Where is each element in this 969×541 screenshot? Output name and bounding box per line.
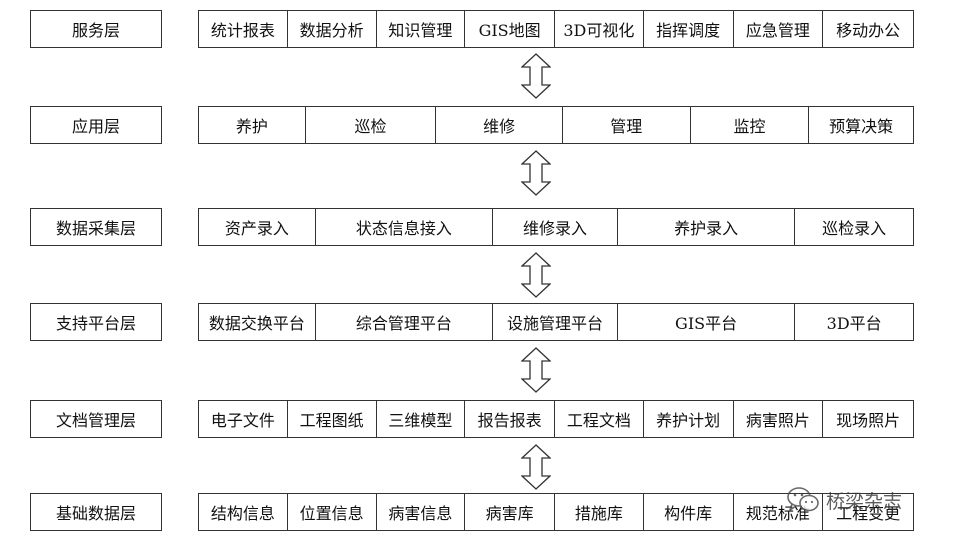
layer-cell: 电子文件 bbox=[199, 401, 288, 437]
layer-cell: 养护计划 bbox=[644, 401, 734, 437]
layer-cell: 病害照片 bbox=[734, 401, 824, 437]
layer-cell: 构件库 bbox=[644, 494, 734, 530]
layer-cell: 规范标准 bbox=[734, 494, 824, 530]
layer-cell: 数据交换平台 bbox=[199, 304, 316, 340]
layer-row-application: 养护 巡检 维修 管理 监控 预算决策 bbox=[198, 106, 914, 144]
layer-cell: 工程变更 bbox=[836, 504, 901, 523]
layer-cell: 巡检录入 bbox=[822, 219, 887, 238]
layer-label-support-platform: 支持平台层 bbox=[30, 303, 162, 341]
layer-label-data-collection: 数据采集层 bbox=[30, 208, 162, 246]
layer-label-service: 服务层 bbox=[30, 10, 162, 48]
layer-cell: 措施库 bbox=[555, 494, 644, 530]
layer-cell: 养护录入 bbox=[618, 209, 796, 245]
layer-cell: 工程文档 bbox=[555, 401, 644, 437]
double-arrow-icon bbox=[521, 347, 551, 393]
layer-cell: 结构信息 bbox=[199, 494, 288, 530]
layer-cell: 移动办公 bbox=[836, 21, 901, 40]
layer-cell: 资产录入 bbox=[199, 209, 316, 245]
layer-label-application: 应用层 bbox=[30, 106, 162, 144]
double-arrow-icon bbox=[521, 444, 551, 490]
layer-cell: 数据分析 bbox=[288, 11, 377, 47]
layer-cell: 病害信息 bbox=[377, 494, 466, 530]
layer-cell: GIS地图 bbox=[465, 11, 555, 47]
layer-cell: 3D可视化 bbox=[555, 11, 644, 47]
layer-cell: 维修 bbox=[436, 107, 563, 143]
layer-cell: 管理 bbox=[563, 107, 691, 143]
layer-cell: 工程图纸 bbox=[288, 401, 377, 437]
layer-cell: 养护 bbox=[199, 107, 306, 143]
layer-row-service: 统计报表 数据分析 知识管理 GIS地图 3D可视化 指挥调度 应急管理 移动办… bbox=[198, 10, 914, 48]
layer-cell: 现场照片 bbox=[836, 411, 901, 430]
layer-cell: 设施管理平台 bbox=[493, 304, 618, 340]
layer-cell: 病害库 bbox=[465, 494, 555, 530]
layer-cell: 应急管理 bbox=[734, 11, 824, 47]
double-arrow-icon bbox=[521, 252, 551, 298]
layer-cell: 三维模型 bbox=[377, 401, 466, 437]
layer-cell: 3D平台 bbox=[826, 314, 882, 333]
layer-cell: 预算决策 bbox=[829, 117, 894, 136]
layer-cell: 统计报表 bbox=[199, 11, 288, 47]
double-arrow-icon bbox=[521, 150, 551, 196]
layer-row-base-data: 结构信息 位置信息 病害信息 病害库 措施库 构件库 规范标准 工程变更 bbox=[198, 493, 914, 531]
layer-row-document-management: 电子文件 工程图纸 三维模型 报告报表 工程文档 养护计划 病害照片 现场照片 bbox=[198, 400, 914, 438]
layer-cell: 指挥调度 bbox=[644, 11, 734, 47]
layer-cell: 维修录入 bbox=[493, 209, 618, 245]
double-arrow-icon bbox=[521, 53, 551, 99]
layer-cell: 知识管理 bbox=[377, 11, 466, 47]
layer-row-support-platform: 数据交换平台 综合管理平台 设施管理平台 GIS平台 3D平台 bbox=[198, 303, 914, 341]
layer-row-data-collection: 资产录入 状态信息接入 维修录入 养护录入 巡检录入 bbox=[198, 208, 914, 246]
layer-cell: 巡检 bbox=[306, 107, 437, 143]
layer-cell: 状态信息接入 bbox=[316, 209, 494, 245]
layer-cell: 报告报表 bbox=[465, 401, 555, 437]
layer-label-base-data: 基础数据层 bbox=[30, 493, 162, 531]
layer-cell: 位置信息 bbox=[288, 494, 377, 530]
layer-cell: 监控 bbox=[691, 107, 810, 143]
layer-label-document-management: 文档管理层 bbox=[30, 400, 162, 438]
layer-cell: GIS平台 bbox=[618, 304, 796, 340]
layer-cell: 综合管理平台 bbox=[316, 304, 494, 340]
